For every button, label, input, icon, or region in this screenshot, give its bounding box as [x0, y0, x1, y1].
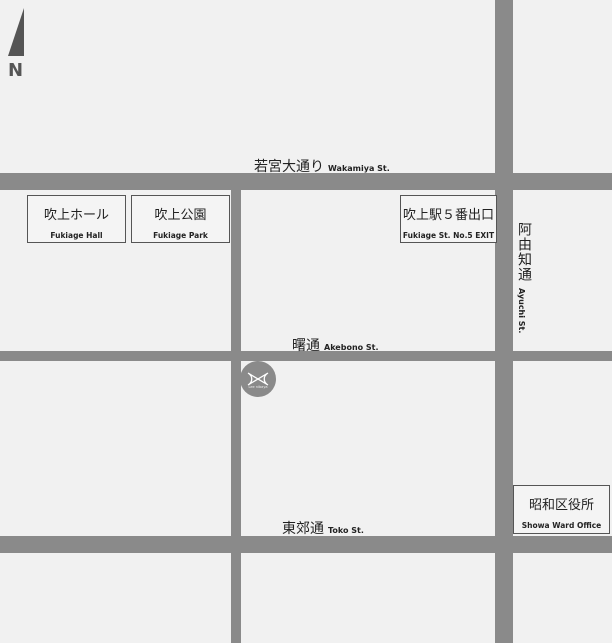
fukiage-park-box: 吹上公園 Fukiage Park — [131, 195, 230, 243]
showa-ward-office-box: 昭和区役所 Showa Ward Office — [513, 485, 610, 534]
showa-ward-office-en: Showa Ward Office — [521, 521, 602, 530]
ayuchi-street-en: Ayuchi St. — [517, 288, 526, 334]
north-label: N — [8, 60, 24, 81]
toko-street-label: 東郊通 Toko St. — [282, 518, 364, 538]
wakamiya-street-jp: 若宮大通り — [254, 159, 324, 175]
fukiage-park-jp: 吹上公園 — [154, 208, 207, 223]
side-street-road — [231, 190, 241, 643]
akebono-street-label: 曙通 Akebono St. — [292, 335, 379, 355]
fukiage-exit-en: Fukiage St. No.5 EXIT — [402, 231, 495, 240]
north-arrow: N — [6, 6, 30, 82]
ayuchi-street-road — [495, 0, 513, 643]
ayuchi-street-jp: 阿由知通 — [516, 222, 532, 282]
toko-street-jp: 東郊通 — [282, 521, 324, 537]
fukiage-hall-en: Fukiage Hall — [50, 231, 103, 240]
wakamiya-street-label: 若宮大通り Wakamiya St. — [254, 156, 390, 176]
location-logo-icon — [247, 372, 269, 386]
akebono-street-en: Akebono St. — [324, 343, 379, 352]
fukiage-exit-box: 吹上駅５番出口 Fukiage St. No.5 EXIT — [400, 195, 497, 243]
toko-street-road — [0, 536, 612, 553]
fukiage-hall-box: 吹上ホール Fukiage Hall — [27, 195, 126, 243]
akebono-street-jp: 曙通 — [292, 338, 320, 354]
fukiage-park-en: Fukiage Park — [153, 231, 208, 240]
fukiage-exit-jp: 吹上駅５番出口 — [402, 208, 494, 223]
location-marker: Lee nibaya — [240, 361, 276, 397]
north-arrow-icon — [8, 8, 24, 56]
toko-street-en: Toko St. — [328, 526, 364, 535]
akebono-street-road — [0, 351, 612, 361]
ayuchi-street-label: 阿由知通 Ayuchi St. — [514, 222, 534, 333]
fukiage-hall-jp: 吹上ホール — [43, 208, 109, 223]
wakamiya-street-road — [0, 173, 612, 190]
wakamiya-street-en: Wakamiya St. — [328, 164, 390, 173]
showa-ward-office-jp: 昭和区役所 — [528, 498, 594, 513]
location-marker-label: Lee nibaya — [248, 385, 268, 389]
